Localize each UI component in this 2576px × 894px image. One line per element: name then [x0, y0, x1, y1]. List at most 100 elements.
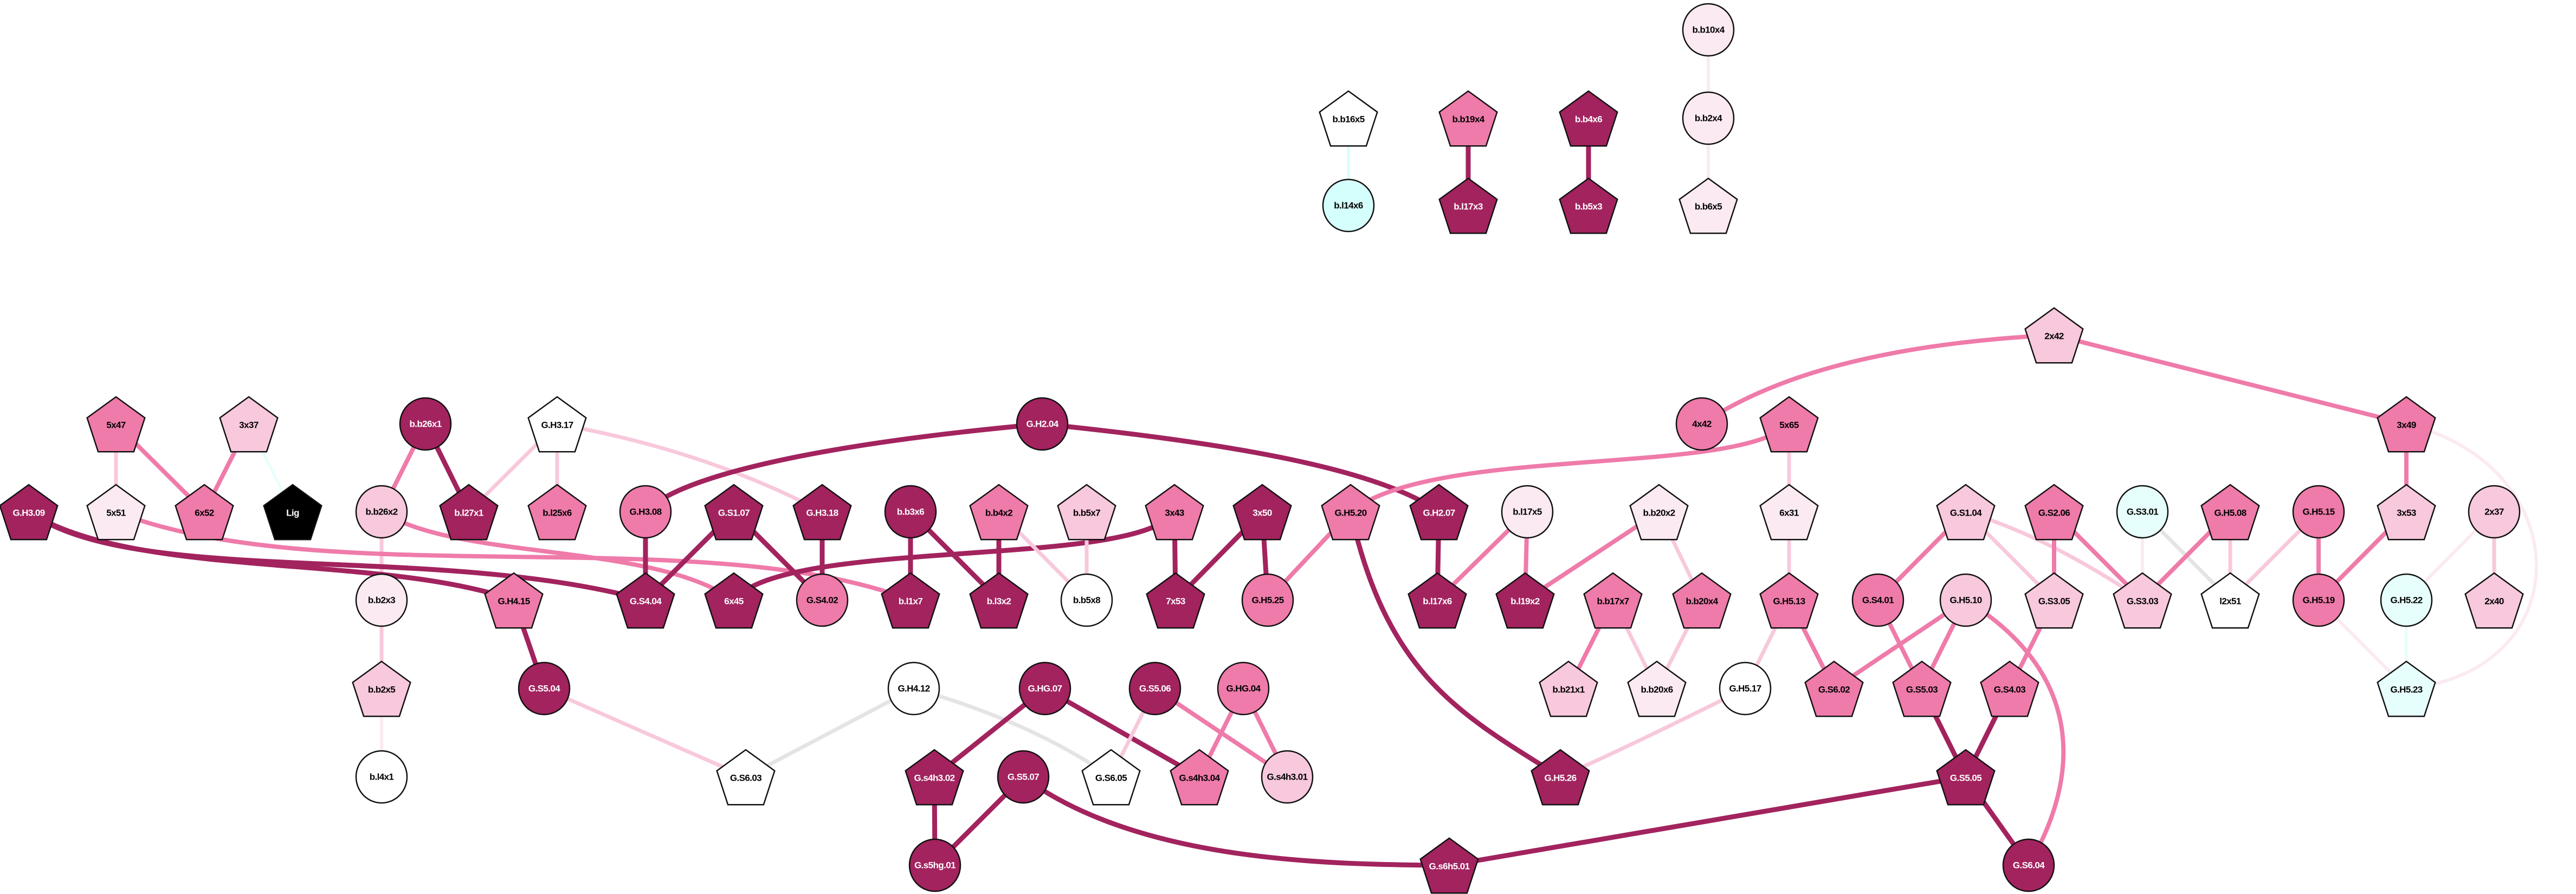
- node-b.l25x6[interactable]: b.l25x6: [527, 484, 587, 541]
- node-G.S5.07[interactable]: G.S5.07: [997, 750, 1050, 804]
- node-l2x51[interactable]: l2x51: [2200, 572, 2260, 629]
- node-3x53[interactable]: 3x53: [2377, 484, 2436, 541]
- node-G.H5.08[interactable]: G.H5.08: [2200, 484, 2260, 541]
- node-b.b5x3[interactable]: b.b5x3: [1559, 177, 1618, 234]
- node-label: b.b2x4: [1695, 113, 1722, 124]
- node-6x52[interactable]: 6x52: [175, 484, 234, 541]
- node-b.b19x4[interactable]: b.b19x4: [1438, 90, 1498, 147]
- node-b.b10x4[interactable]: b.b10x4: [1682, 3, 1735, 57]
- node-7x53[interactable]: 7x53: [1146, 572, 1205, 629]
- node-G.H5.22[interactable]: G.H5.22: [2380, 573, 2433, 627]
- node-6x31[interactable]: 6x31: [1759, 484, 1819, 541]
- node-b.b4x6[interactable]: b.b4x6: [1559, 90, 1618, 147]
- node-G.H5.20[interactable]: G.H5.20: [1321, 484, 1380, 541]
- node-G.S4.03[interactable]: G.S4.03: [1980, 660, 2039, 717]
- node-3x49[interactable]: 3x49: [2377, 396, 2436, 453]
- node-G.S2.06[interactable]: G.S2.06: [2024, 484, 2084, 541]
- node-6x45[interactable]: 6x45: [704, 572, 764, 629]
- pentagon-node-shape: [2024, 484, 2084, 541]
- node-G.s4h3.01[interactable]: G.s4h3.01: [1261, 750, 1314, 804]
- node-b.l14x6[interactable]: b.l14x6: [1322, 178, 1375, 233]
- node-b.b3x6[interactable]: b.b3x6: [884, 485, 937, 539]
- node-G.S6.04[interactable]: G.S6.04: [2002, 838, 2055, 892]
- node-G.S6.03[interactable]: G.S6.03: [716, 749, 776, 806]
- node-b.b4x2[interactable]: b.b4x2: [969, 484, 1029, 541]
- node-b.b21x1[interactable]: b.b21x1: [1539, 660, 1598, 717]
- node-G.S3.05[interactable]: G.S3.05: [2024, 572, 2084, 629]
- node-G.H4.12[interactable]: G.H4.12: [887, 661, 940, 716]
- node-b.b2x3[interactable]: b.b2x3: [355, 573, 408, 627]
- node-b.b2x5[interactable]: b.b2x5: [352, 660, 411, 717]
- node-G.H5.10[interactable]: G.H5.10: [1939, 573, 1992, 627]
- node-b.l1x7[interactable]: b.l1x7: [881, 572, 940, 629]
- node-b.l4x1[interactable]: b.l4x1: [355, 750, 408, 804]
- node-b.l17x6[interactable]: b.l17x6: [1408, 572, 1467, 629]
- node-G.HG.07[interactable]: G.HG.07: [1018, 661, 1071, 716]
- node-b.b5x8[interactable]: b.b5x8: [1060, 573, 1113, 627]
- node-G.S1.04[interactable]: G.S1.04: [1936, 484, 1996, 541]
- node-G.S5.03[interactable]: G.S5.03: [1892, 660, 1952, 717]
- node-b.b2x4[interactable]: b.b2x4: [1682, 91, 1735, 145]
- node-G.H5.13[interactable]: G.H5.13: [1759, 572, 1819, 629]
- node-b.b20x2[interactable]: b.b20x2: [1629, 484, 1689, 541]
- node-G.s6h5.01[interactable]: G.s6h5.01: [1419, 837, 1479, 894]
- node-G.S4.02[interactable]: G.S4.02: [796, 573, 849, 627]
- node-G.H5.19[interactable]: G.H5.19: [2292, 573, 2345, 627]
- node-3x37[interactable]: 3x37: [219, 396, 279, 453]
- node-G.S6.05[interactable]: G.S6.05: [1081, 749, 1141, 806]
- pentagon-node-shape: [2377, 484, 2436, 541]
- node-b.b16x5[interactable]: b.b16x5: [1319, 90, 1378, 147]
- node-G.H2.04[interactable]: G.H2.04: [1016, 397, 1069, 451]
- node-b.l3x2[interactable]: b.l3x2: [969, 572, 1029, 629]
- node-G.S3.03[interactable]: G.S3.03: [2113, 572, 2172, 629]
- node-b.b26x2[interactable]: b.b26x2: [355, 485, 408, 539]
- node-G.S4.01[interactable]: G.S4.01: [1851, 573, 1904, 627]
- node-label: b.l25x6: [543, 508, 572, 518]
- node-label: G.s5hg.01: [914, 860, 955, 871]
- node-G.s5hg.01[interactable]: G.s5hg.01: [908, 838, 961, 892]
- node-b.b17x7[interactable]: b.b17x7: [1583, 572, 1643, 629]
- node-G.H3.17[interactable]: G.H3.17: [527, 396, 587, 453]
- node-5x65[interactable]: 5x65: [1759, 396, 1819, 453]
- node-b.b20x4[interactable]: b.b20x4: [1672, 572, 1732, 629]
- node-b.b20x6[interactable]: b.b20x6: [1627, 660, 1687, 717]
- node-G.S3.01[interactable]: G.S3.01: [2116, 485, 2169, 539]
- node-G.H3.18[interactable]: G.H3.18: [792, 484, 852, 541]
- node-4x42[interactable]: 4x42: [1675, 397, 1728, 451]
- node-2x37[interactable]: 2x37: [2468, 485, 2521, 539]
- node-b.l17x5[interactable]: b.l17x5: [1501, 485, 1554, 539]
- node-G.S4.04[interactable]: G.S4.04: [616, 572, 675, 629]
- node-G.H3.09[interactable]: G.H3.09: [0, 484, 59, 541]
- node-G.HG.04[interactable]: G.HG.04: [1217, 661, 1270, 716]
- node-b.l27x1[interactable]: b.l27x1: [439, 484, 499, 541]
- node-5x51[interactable]: 5x51: [86, 484, 146, 541]
- node-b.l17x3[interactable]: b.l17x3: [1438, 177, 1498, 234]
- node-2x40[interactable]: 2x40: [2464, 572, 2524, 629]
- ellipse-node-shape: [355, 485, 408, 539]
- node-G.H3.08[interactable]: G.H3.08: [619, 485, 672, 539]
- node-b.b26x1[interactable]: b.b26x1: [399, 397, 452, 451]
- node-G.H5.25[interactable]: G.H5.25: [1241, 573, 1294, 627]
- node-G.H5.23[interactable]: G.H5.23: [2377, 660, 2436, 717]
- node-b.b5x7[interactable]: b.b5x7: [1057, 484, 1116, 541]
- node-G.S5.06[interactable]: G.S5.06: [1128, 661, 1182, 716]
- node-G.S5.04[interactable]: G.S5.04: [518, 661, 571, 716]
- node-G.H5.17[interactable]: G.H5.17: [1719, 661, 1772, 716]
- node-G.H5.15[interactable]: G.H5.15: [2292, 485, 2345, 539]
- edge-G.HG.07-G.s4h3.04: [1043, 686, 1201, 779]
- node-G.s4h3.02[interactable]: G.s4h3.02: [905, 749, 964, 806]
- node-b.l19x2[interactable]: b.l19x2: [1495, 572, 1555, 629]
- node-G.S1.07[interactable]: G.S1.07: [704, 484, 764, 541]
- node-2x42[interactable]: 2x42: [2024, 307, 2084, 364]
- node-3x50[interactable]: 3x50: [1232, 484, 1292, 541]
- node-G.s4h3.04[interactable]: G.s4h3.04: [1170, 749, 1229, 806]
- node-G.S5.05[interactable]: G.S5.05: [1936, 749, 1996, 806]
- node-G.H2.07[interactable]: G.H2.07: [1409, 484, 1469, 541]
- node-b.b6x5[interactable]: b.b6x5: [1678, 177, 1738, 234]
- node-G.H5.26[interactable]: G.H5.26: [1531, 749, 1590, 806]
- node-Lig[interactable]: Lig: [263, 484, 322, 541]
- node-G.S6.02[interactable]: G.S6.02: [1804, 660, 1864, 717]
- node-5x47[interactable]: 5x47: [86, 396, 146, 453]
- node-3x43[interactable]: 3x43: [1145, 484, 1204, 541]
- node-G.H4.15[interactable]: G.H4.15: [484, 572, 544, 629]
